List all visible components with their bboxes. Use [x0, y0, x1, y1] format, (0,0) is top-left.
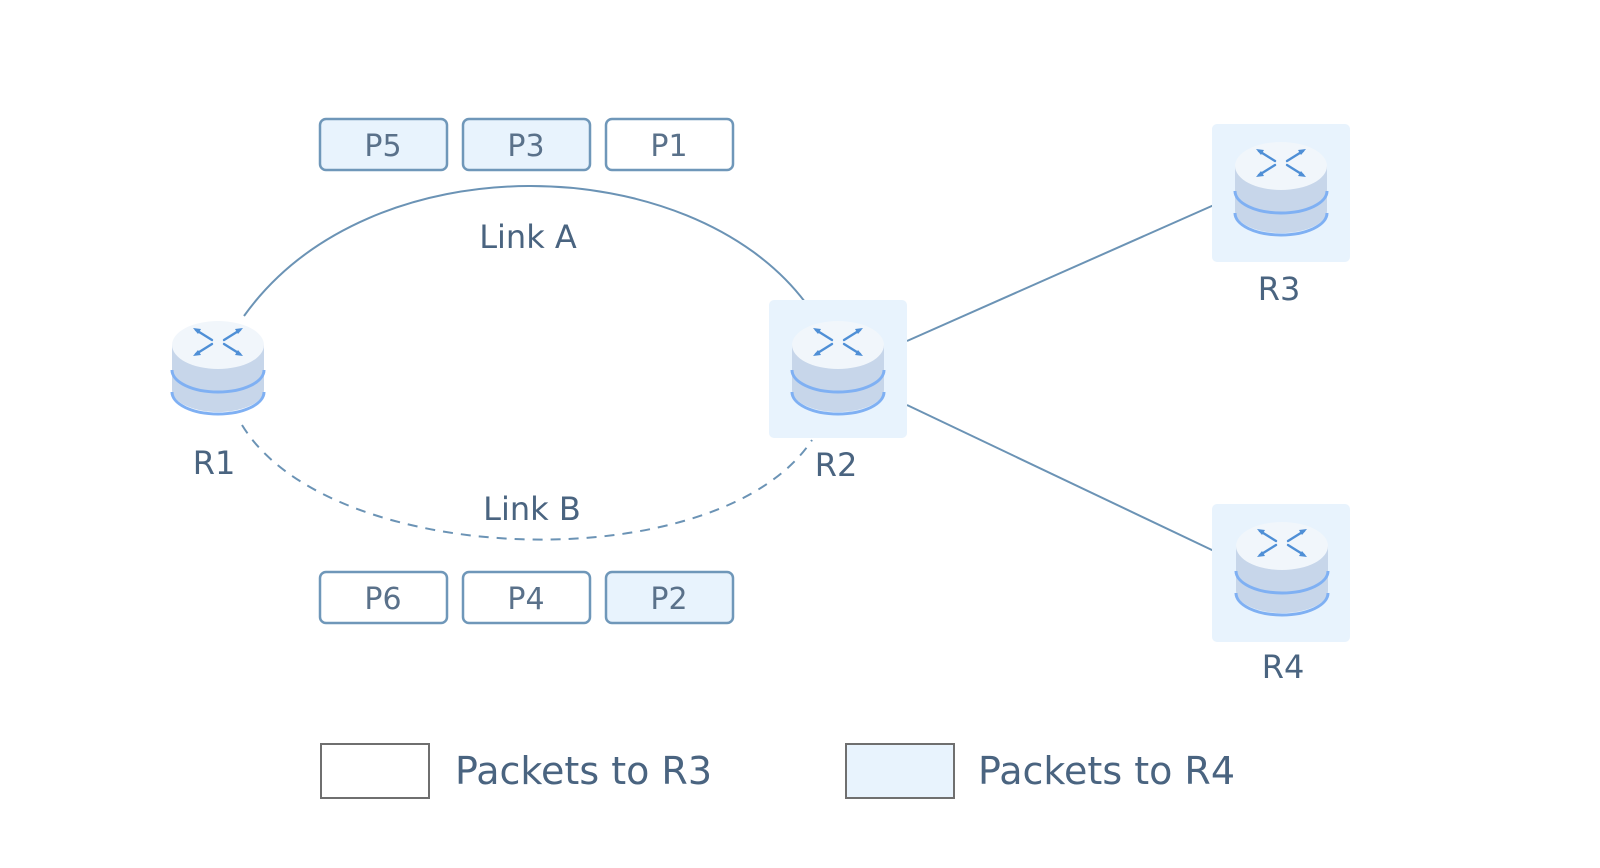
- router-r3-icon[interactable]: [1233, 140, 1329, 237]
- packet-label: P1: [650, 129, 687, 164]
- packet: P6: [318, 570, 449, 625]
- router-r2-label: R2: [815, 446, 858, 484]
- legend-swatch-r4: [845, 743, 955, 799]
- link-r2-r4-line: [906, 404, 1215, 552]
- link-a-label: Link A: [479, 218, 577, 256]
- link-a-line: [243, 185, 806, 317]
- packet-label: P4: [507, 582, 544, 617]
- link-b-label: Link B: [483, 490, 581, 528]
- router-r3-label: R3: [1258, 270, 1301, 308]
- packet-label: P2: [650, 582, 687, 617]
- legend: Packets to R3 Packets to R4: [320, 743, 1235, 799]
- packet-label: P3: [507, 129, 544, 164]
- link-b-line: [241, 424, 813, 541]
- router-r2-icon[interactable]: [790, 319, 886, 416]
- packet: P3: [461, 117, 592, 172]
- packet: P4: [461, 570, 592, 625]
- packet-label: P6: [364, 582, 401, 617]
- legend-label-r4: Packets to R4: [978, 749, 1235, 793]
- legend-swatch-r3: [320, 743, 430, 799]
- router-r4-label: R4: [1262, 648, 1305, 686]
- packet-label: P5: [364, 129, 401, 164]
- router-r4-icon[interactable]: [1234, 520, 1330, 617]
- packet: P2: [604, 570, 735, 625]
- legend-label-r3: Packets to R3: [455, 749, 712, 793]
- packet: P1: [604, 117, 735, 172]
- link-r2-r3-line: [906, 204, 1215, 342]
- router-r1-icon[interactable]: [170, 319, 266, 416]
- packet: P5: [318, 117, 449, 172]
- router-r1-label: R1: [193, 444, 236, 482]
